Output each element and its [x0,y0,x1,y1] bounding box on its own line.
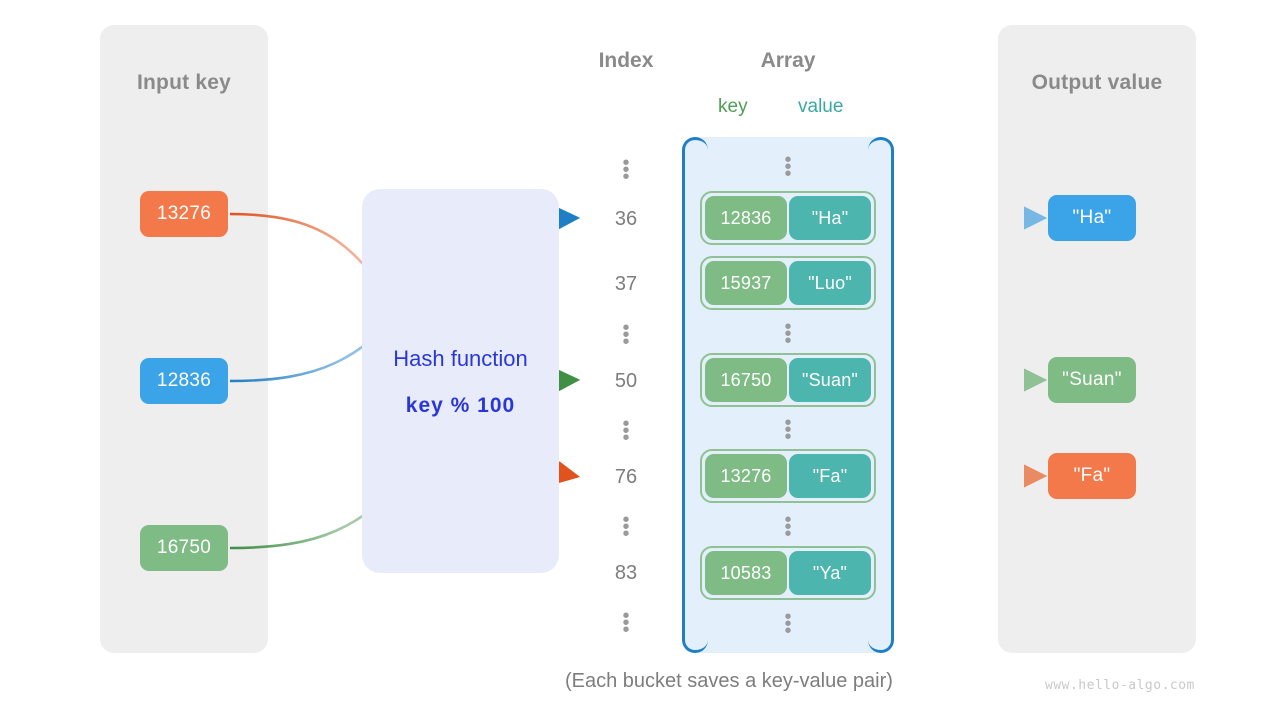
array-ellipsis-top: ••• [784,149,792,185]
input-key-chip-16750[interactable]: 16750 [140,525,228,571]
input-key-chip-12836[interactable]: 12836 [140,358,228,404]
output-value-chip-suan[interactable]: "Suan" [1048,357,1136,403]
bucket-value-fa: "Fa" [789,454,871,498]
array-container: ••• 12836 "Ha" 15937 "Luo" ••• 16750 "Su… [682,137,894,653]
value-column-caption: value [798,96,844,117]
output-value-chip-ha[interactable]: "Ha" [1048,195,1136,241]
bucket-50[interactable]: 16750 "Suan" [700,353,876,407]
input-key-chip-13276[interactable]: 13276 [140,191,228,237]
index-ellipsis-bottom: ••• [622,605,630,641]
index-label-37: 37 [614,273,638,295]
output-value-chip-fa[interactable]: "Fa" [1048,453,1136,499]
index-label-50: 50 [614,370,638,392]
index-ellipsis-2: ••• [622,317,630,353]
index-label-83: 83 [614,562,638,584]
bucket-key-10583: 10583 [705,551,787,595]
hash-function-name: Hash function [393,346,528,371]
key-column-caption: key [718,96,748,117]
index-ellipsis-4: ••• [622,509,630,545]
bucket-key-16750: 16750 [705,358,787,402]
hash-function-box: Hash function key % 100 [362,189,559,573]
index-column: ••• 36 37 ••• 50 ••• 76 ••• 83 ••• [592,140,660,652]
bucket-key-13276: 13276 [705,454,787,498]
bucket-37[interactable]: 15937 "Luo" [700,256,876,310]
index-column-title: Index [598,49,654,72]
index-ellipsis-top: ••• [622,152,630,188]
bucket-value-ya: "Ya" [789,551,871,595]
watermark: www.hello-algo.com [1045,678,1195,693]
bucket-key-12836: 12836 [705,196,787,240]
bucket-36[interactable]: 12836 "Ha" [700,191,876,245]
array-ellipsis-3: ••• [784,412,792,448]
bucket-83[interactable]: 10583 "Ya" [700,546,876,600]
index-ellipsis-3: ••• [622,413,630,449]
diagram-caption: (Each bucket saves a key-value pair) [565,670,893,692]
output-value-panel-title: Output value [1031,71,1163,94]
output-value-panel: Output value [998,25,1196,653]
hash-function-expression: key % 100 [405,394,516,417]
index-label-76: 76 [614,466,638,488]
array-title: Array [760,49,816,72]
array-ellipsis-4: ••• [784,509,792,545]
bucket-value-suan: "Suan" [789,358,871,402]
bucket-76[interactable]: 13276 "Fa" [700,449,876,503]
array-ellipsis-bottom: ••• [784,606,792,642]
input-key-panel-title: Input key [137,71,231,94]
bucket-value-ha: "Ha" [789,196,871,240]
index-label-36: 36 [614,208,638,230]
bucket-value-luo: "Luo" [789,261,871,305]
bucket-key-15937: 15937 [705,261,787,305]
array-ellipsis-2: ••• [784,316,792,352]
